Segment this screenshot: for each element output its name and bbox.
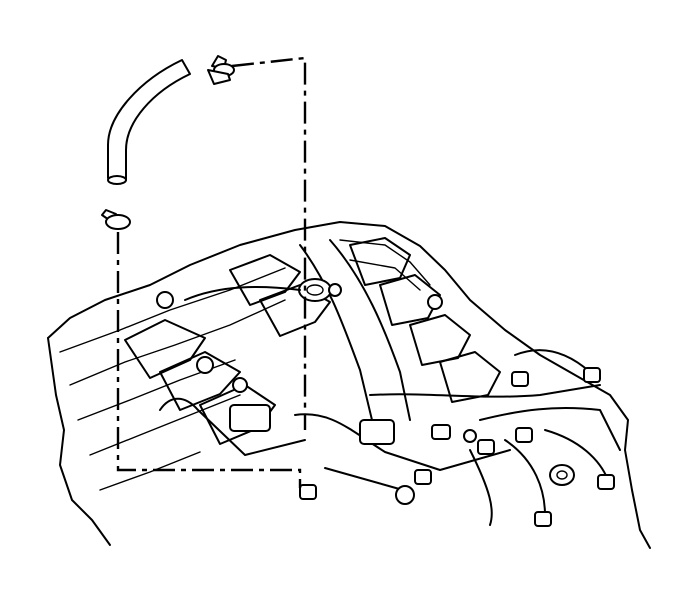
engine-block-outline [47,221,651,549]
hose-clamp-lower [101,209,131,230]
fuel-lines [159,286,621,526]
hose-clamp-upper [207,55,235,85]
pcv-hose [107,59,191,185]
assembly-leader-lines [116,56,307,488]
fittings [156,283,615,527]
